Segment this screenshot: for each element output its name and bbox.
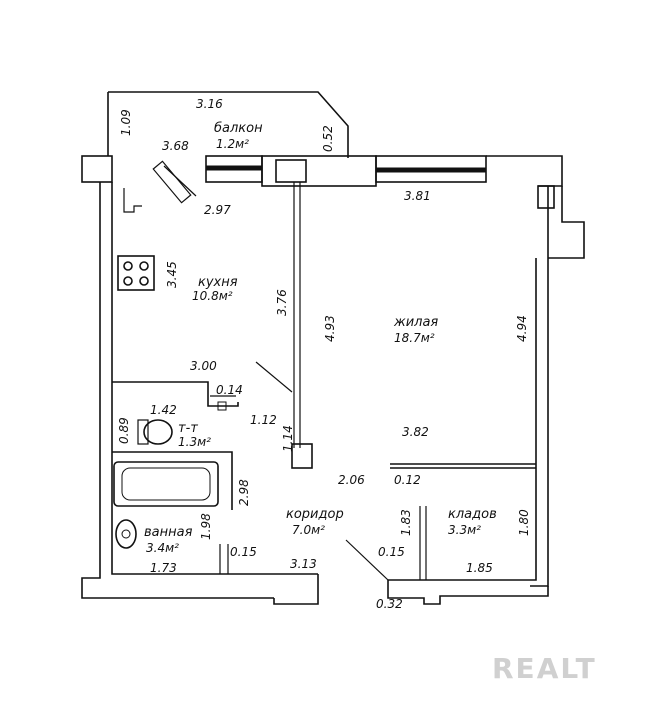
living-name: жилая: [393, 315, 438, 330]
dim-bath-height: 2.98: [237, 479, 251, 506]
dim-kitchen-width: 3.00: [190, 359, 217, 373]
dim-partition: 1.14: [281, 425, 295, 452]
dim-storage-wall: 0.15: [378, 545, 405, 559]
corridor-area: 7.0м²: [292, 523, 325, 537]
dim-wc-gap: 0.14: [216, 383, 243, 397]
dim-corridor-width: 3.13: [290, 557, 317, 571]
dim-bath-wall: 0.15: [230, 545, 257, 559]
storage-area: 3.3м²: [448, 523, 481, 537]
outer-wall-left: [81, 182, 274, 599]
dim-balcony-depth: 1.09: [119, 109, 133, 136]
dim-wc-width: 1.42: [150, 403, 177, 417]
dim-living-bottom: 3.82: [402, 425, 429, 439]
dim-living-left: 4.93: [323, 315, 337, 342]
dim-kitchen-door: 2.97: [204, 203, 231, 217]
dim-bath-depth: 1.98: [199, 513, 213, 540]
wc-wall-top: [112, 381, 239, 407]
dim-balcony-width: 3.16: [196, 97, 223, 111]
stove: [117, 255, 155, 291]
wc-wall-bottom: [112, 451, 233, 510]
storage-wall: [419, 506, 427, 580]
dim-living-top: 3.81: [404, 189, 431, 203]
bath-name: ванная: [144, 525, 193, 540]
entrance-door: [345, 539, 389, 581]
wc-name: т-т: [178, 421, 198, 436]
dim-bath-width: 1.73: [150, 561, 177, 575]
dim-living-right: 4.94: [515, 315, 529, 342]
dim-storage-right: 1.80: [517, 509, 531, 536]
dim-kitchen-top: 3.68: [162, 139, 189, 153]
living-area: 18.7м²: [394, 331, 435, 345]
dim-balcony-side: 0.52: [321, 125, 335, 152]
dim-storage-left: 1.83: [399, 509, 413, 536]
bath-area: 3.4м²: [146, 541, 179, 555]
balcony-name: балкон: [214, 121, 263, 136]
outer-wall-right: [530, 186, 549, 587]
dim-storage-width: 1.85: [466, 561, 493, 575]
kitchen-area: 10.8м²: [192, 289, 233, 303]
bathtub: [113, 461, 219, 507]
toilet: [143, 419, 173, 445]
wall-pier-left: [81, 155, 113, 183]
balcony-area: 1.2м²: [216, 137, 249, 151]
dim-kitchen-height: 3.45: [165, 261, 179, 288]
wc-area: 1.3м²: [178, 435, 211, 449]
wall-notch: [537, 185, 555, 209]
balcony-outline: [107, 91, 349, 158]
dim-kitchen-wall: 3.76: [275, 289, 289, 316]
dim-entrance: 0.32: [376, 597, 403, 611]
corridor-name: коридор: [286, 507, 344, 522]
dim-corridor-mid: 2.06: [338, 473, 365, 487]
storage-name: кладов: [448, 507, 497, 522]
dim-wc-depth: 0.89: [117, 417, 131, 444]
dim-living-wall: 0.12: [394, 473, 421, 487]
watermark-logo: REALT: [492, 652, 597, 685]
sink: [115, 519, 137, 549]
partition-wall: [293, 182, 301, 448]
living-bottom-wall: [390, 463, 536, 469]
kitchen-door: [152, 160, 192, 204]
kitchen-name: кухня: [198, 275, 238, 290]
partition-post: [291, 443, 313, 469]
dim-wc-door: 1.12: [250, 413, 277, 427]
